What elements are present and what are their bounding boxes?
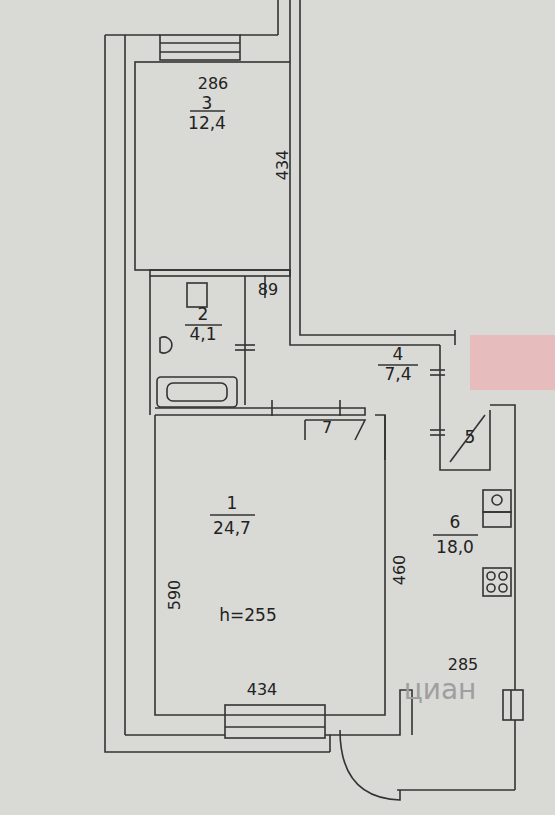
ceiling-height: h=255 [219,607,276,624]
room: 47,4 [350,340,425,385]
room: 312,4 [160,90,255,135]
dimension-label: 89 [258,282,278,298]
dimension-label: 434 [247,682,278,698]
room-area: 24,7 [213,520,251,537]
room-number: 3 [202,95,213,112]
dimension-label: 434 [275,150,291,181]
walls [105,0,523,800]
room-area: 4,1 [189,326,216,343]
dimension-label: 460 [392,555,408,586]
room-area: 7,4 [384,366,411,383]
room-number: 6 [450,514,461,531]
room: 1 24,7 h=255 [180,490,310,630]
room: 5 [455,425,485,450]
dimension-label: 286 [198,76,229,92]
room-number: 5 [465,429,476,446]
blurred-mark [470,335,555,390]
dimension-label: 590 [167,580,183,611]
room-area: 18,0 [436,539,474,556]
room: 24,1 [160,300,250,345]
watermark: циан [404,676,477,704]
room-number: 1 [227,495,238,512]
room-number: 2 [198,306,209,323]
room-area: 12,4 [188,115,226,132]
dimension-label: 285 [448,657,479,673]
dimension-label: 7 [322,420,332,436]
room: 618,0 [420,510,495,558]
room-number: 4 [393,346,404,363]
